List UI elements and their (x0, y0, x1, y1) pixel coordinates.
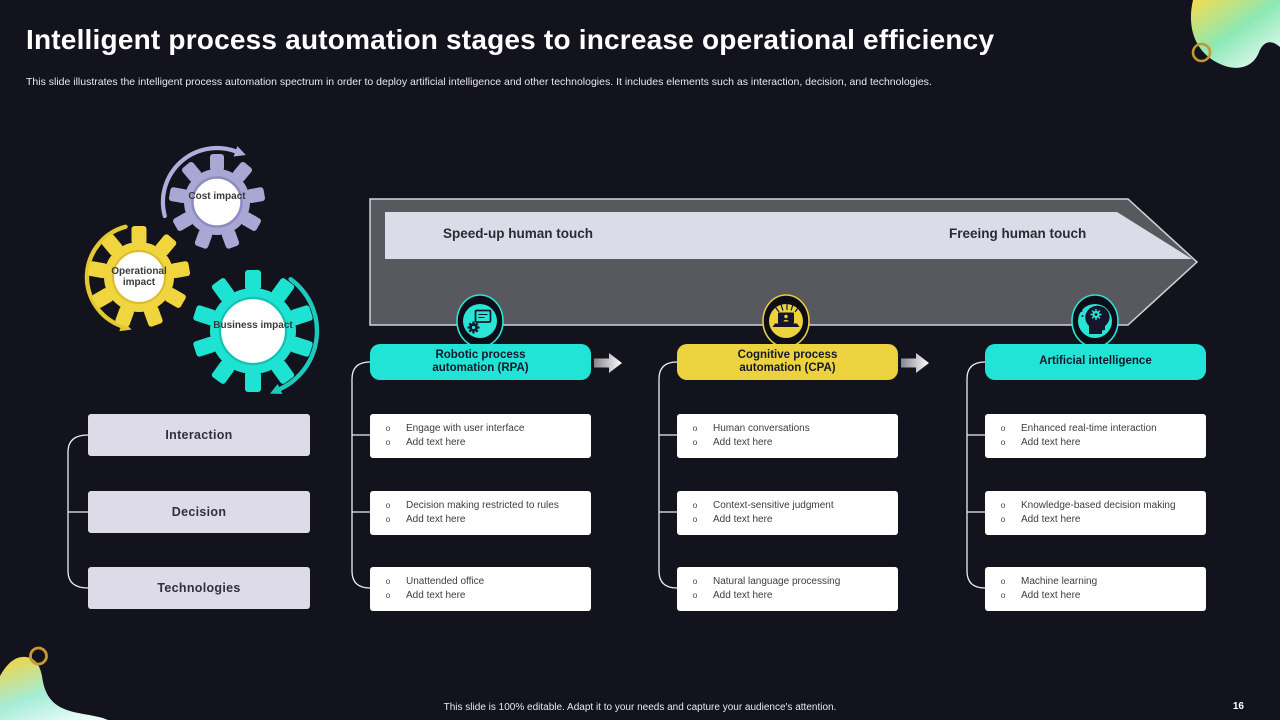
gear-cost-impact (168, 154, 266, 250)
bullet: o (692, 423, 698, 433)
gold-ring-icon (1191, 42, 1212, 63)
item-placeholder: Add text here (713, 589, 773, 601)
bullet: o (1000, 500, 1006, 510)
item-placeholder: Add text here (713, 436, 773, 448)
bullet: o (1000, 513, 1006, 524)
banner-label-left: Speed-up human touch (443, 226, 593, 241)
page-number: 16 (1232, 701, 1244, 712)
gear-label-operational-impact: Operational impact (111, 266, 167, 288)
footer-note: This slide is 100% editable. Adapt it to… (443, 702, 837, 713)
item-text: Unattended office (406, 576, 485, 587)
bullet: o (1000, 576, 1006, 586)
gear-business-impact (192, 270, 314, 392)
bullet: o (1000, 423, 1006, 433)
item-text: Natural language processing (713, 576, 841, 587)
row-label-technologies: Technologies (88, 567, 310, 609)
row-label-decision: Decision (88, 491, 310, 533)
stage-header-rpa: Robotic process automation (RPA) (370, 344, 591, 380)
item-text: Decision making restricted to rules (406, 500, 559, 511)
corner-blob-top-right (1190, 0, 1280, 68)
item-placeholder: Add text here (406, 436, 466, 448)
item-text: Machine learning (1021, 576, 1098, 587)
bullet: o (385, 436, 391, 447)
bullet: o (692, 436, 698, 447)
ai-head-gear-icon (1071, 294, 1119, 348)
item-placeholder: Add text here (406, 589, 466, 601)
item-placeholder: Add text here (1021, 436, 1081, 448)
gear-label-cost-impact: Cost impact (188, 191, 246, 202)
gear-label-business-impact: Business impact (213, 320, 293, 331)
item-text: Engage with user interface (406, 423, 525, 434)
corner-blob-bottom-left (0, 646, 108, 720)
gear-arrows (84, 145, 320, 394)
stage-arrow-icon (901, 353, 929, 373)
laptop-signals-icon (762, 294, 810, 348)
bullet: o (692, 500, 698, 510)
bullet: o (692, 589, 698, 600)
bullet: o (692, 513, 698, 524)
bullet: o (385, 513, 391, 524)
item-text: Enhanced real-time interaction (1021, 423, 1157, 434)
page-title: Intelligent process automation stages to… (26, 24, 995, 55)
bullet: o (1000, 436, 1006, 447)
item-placeholder: Add text here (406, 513, 466, 525)
bullet: o (385, 589, 391, 600)
bullet: o (385, 576, 391, 586)
bullet: o (385, 500, 391, 510)
item-text: Knowledge-based decision making (1021, 500, 1176, 511)
banner-label-right: Freeing human touch (949, 226, 1087, 241)
item-placeholder: Add text here (713, 513, 773, 525)
connector-brackets (67, 361, 986, 589)
gear-operational-impact (87, 226, 191, 328)
page-subtitle: This slide illustrates the intelligent p… (26, 76, 932, 88)
document-gear-icon (456, 294, 504, 348)
row-label-interaction: Interaction (88, 414, 310, 456)
spectrum-arrow-banner (369, 198, 1199, 326)
bullet: o (385, 423, 391, 433)
bullet: o (692, 576, 698, 586)
item-placeholder: Add text here (1021, 589, 1081, 601)
item-text: Context-sensitive judgment (713, 500, 834, 511)
stage-header-cpa: Cognitive process automation (CPA) (677, 344, 898, 380)
item-text: Human conversations (713, 423, 810, 434)
gold-ring-icon (29, 646, 48, 666)
bullet: o (1000, 589, 1006, 600)
stage-header-ai: Artificial intelligence (985, 344, 1206, 380)
stage-arrow-icon (594, 353, 622, 373)
item-placeholder: Add text here (1021, 513, 1081, 525)
